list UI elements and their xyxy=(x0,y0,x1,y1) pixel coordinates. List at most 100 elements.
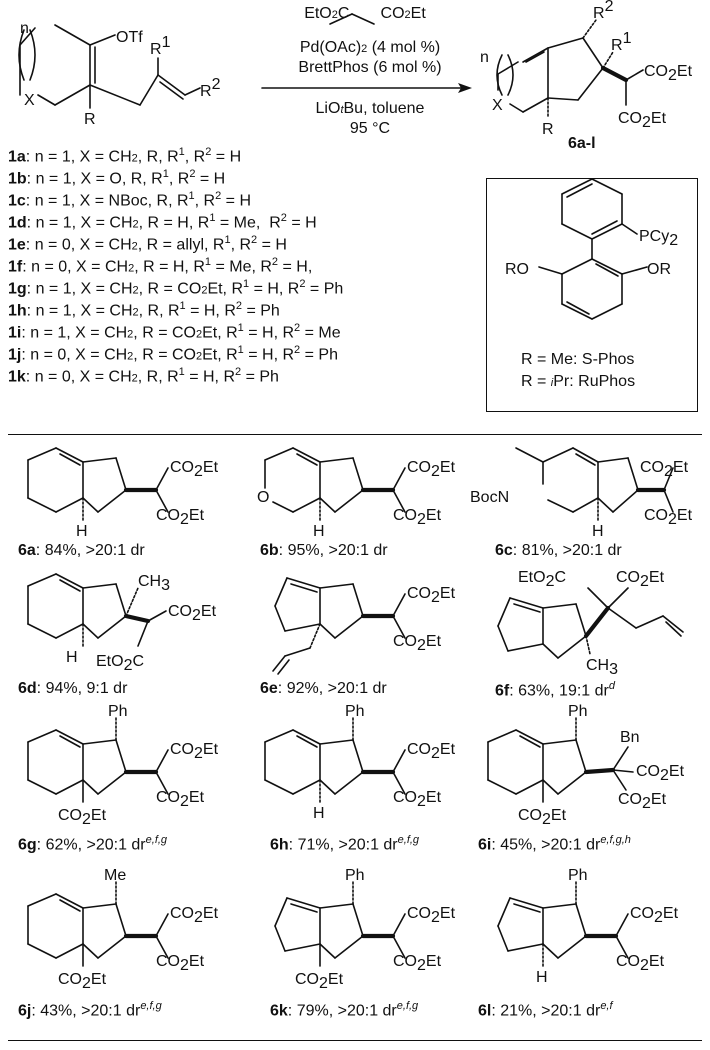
malonate-bond xyxy=(329,13,375,25)
6j-co2et-2: CO2Et xyxy=(156,953,205,974)
sm-x-label: X xyxy=(24,92,35,109)
caption-6j: 6j: 43%, >20:1 dre,f,g xyxy=(18,1000,162,1020)
6b-o-label: O xyxy=(257,489,269,506)
starting-material-structure: n X OTf R R1 R2 xyxy=(18,20,221,128)
6k-co2et-1: CO2Et xyxy=(407,905,456,926)
divider-top xyxy=(8,434,702,435)
6l-ph-label: Ph xyxy=(568,867,588,884)
6c-h-label: H xyxy=(592,523,604,540)
6k-co2et-2: CO2Et xyxy=(393,953,442,974)
caption-6g: 6g: 62%, >20:1 dre,f,g xyxy=(18,834,168,854)
6h-ph-label: Ph xyxy=(345,703,365,720)
prod-co2et-1: CO2Et xyxy=(644,63,693,84)
caption-6e: 6e: 92%, >20:1 dr xyxy=(260,680,387,697)
6a-h-label: H xyxy=(76,523,88,540)
6h-h-label: H xyxy=(313,805,325,822)
substrate-1d: 1d: n = 1, X = CH2, R = H, R1 = Me, R2 =… xyxy=(8,212,317,232)
structure-6k: Ph CO2Et CO2Et CO2Et xyxy=(274,867,456,992)
6d-ch3-label: CH3 xyxy=(138,573,170,594)
reagent-malonate: EtO2C CO2Et xyxy=(304,5,426,22)
6g-ph-label: Ph xyxy=(108,703,128,720)
structure-6c: BocN CO2Et CO2Et H xyxy=(470,447,693,540)
structure-6b: O CO2Et CO2Et H xyxy=(257,447,456,540)
prod-co2et-2: CO2Et xyxy=(618,110,667,131)
6b-co2et-2: CO2Et xyxy=(393,507,442,528)
substrate-1h: 1h: n = 1, X = CH2, R, R1 = H, R2 = Ph xyxy=(8,300,280,320)
prod-n-label: n xyxy=(480,49,489,66)
6d-h-label: H xyxy=(66,649,78,666)
ligand-legend-ruphos: R = iPr: RuPhos xyxy=(521,373,636,390)
sm-otf-label: OTf xyxy=(116,29,143,46)
6i-ph-label: Ph xyxy=(568,703,588,720)
caption-6k: 6k: 79%, >20:1 dre,f,g xyxy=(270,1000,419,1020)
6f-eto2c: EtO2C xyxy=(518,569,566,590)
reagent-ligand: BrettPhos (6 mol %) xyxy=(298,59,442,76)
6e-co2et-1: CO2Et xyxy=(407,585,456,606)
6h-co2et-2: CO2Et xyxy=(393,789,442,810)
6d-co2et-1: CO2Et xyxy=(168,603,217,624)
6b-co2et-1: CO2Et xyxy=(407,459,456,480)
caption-6c: 6c: 81%, >20:1 dr xyxy=(495,542,622,559)
caption-6i: 6i: 45%, >20:1 dre,f,g,h xyxy=(478,834,631,854)
6e-co2et-2: CO2Et xyxy=(393,633,442,654)
product-label-6a-l: 6a-l xyxy=(568,135,596,152)
6l-h-label: H xyxy=(536,969,548,986)
sm-r2-label: R2 xyxy=(200,76,221,100)
reaction-arrow xyxy=(261,83,472,93)
structure-6l: Ph CO2Et CO2Et H xyxy=(497,867,679,986)
substrate-1c: 1c: n = 1, X = NBoc, R, R1, R2 = H xyxy=(8,190,252,210)
6c-co2et-2: CO2Et xyxy=(644,507,693,528)
sm-r1-label: R1 xyxy=(150,34,171,58)
structure-6e: CO2Et CO2Et xyxy=(272,577,456,675)
6j-co2et-3: CO2Et xyxy=(58,971,107,992)
structure-6g: Ph CO2Et CO2Et CO2Et xyxy=(27,703,219,828)
6f-co2et: CO2Et xyxy=(616,569,665,590)
prod-x-label: X xyxy=(492,97,503,114)
6c-bocn-label: BocN xyxy=(470,489,509,506)
reagent-catalyst: Pd(OAc)2 (4 mol %) xyxy=(299,39,441,56)
substrate-1k: 1k: n = 0, X = CH2, R, R1 = H, R2 = Ph xyxy=(8,366,279,386)
structure-6j: Me CO2Et CO2Et CO2Et xyxy=(27,867,219,992)
caption-6f: 6f: 63%, 19:1 drd xyxy=(495,680,615,700)
substrate-1a: 1a: n = 1, X = CH2, R, R1, R2 = H xyxy=(8,146,242,166)
ro-label: RO xyxy=(505,261,529,278)
structure-6d: CH3 CO2Et EtO2C H xyxy=(27,573,217,674)
caption-6d: 6d: 94%, 9:1 dr xyxy=(18,680,128,697)
6j-co2et-1: CO2Et xyxy=(170,905,219,926)
product-structure-6a-l: n X R R2 R1 CO2Et CO2Et xyxy=(480,0,693,138)
6l-co2et-2: CO2Et xyxy=(616,953,665,974)
ligand-legend-sphos: R = Me: S-Phos xyxy=(521,351,635,368)
sm-r-label: R xyxy=(84,111,96,128)
pcy2-label: PCy2 xyxy=(639,228,678,249)
6g-co2et-1: CO2Et xyxy=(170,741,219,762)
structure-6f: EtO2C CO2Et CH3 xyxy=(497,569,684,678)
caption-6b: 6b: 95%, >20:1 dr xyxy=(260,542,388,559)
divider-bottom xyxy=(8,1040,702,1041)
reagent-temperature: 95 °C xyxy=(349,120,391,137)
structure-6i: Ph Bn CO2Et CO2Et CO2Et xyxy=(487,703,685,828)
6c-co2et-1: CO2Et xyxy=(640,459,689,480)
sm-n-label: n xyxy=(20,20,29,37)
6f-ch3-label: CH3 xyxy=(586,657,618,678)
structure-6a: CO2Et CO2Et H xyxy=(27,447,219,540)
6i-co2et-1: CO2Et xyxy=(636,763,685,784)
6k-co2et-3: CO2Et xyxy=(295,971,344,992)
caption-6h: 6h: 71%, >20:1 dre,f,g xyxy=(270,834,420,854)
6g-co2et-2: CO2Et xyxy=(156,789,205,810)
6a-co2et-1: CO2Et xyxy=(170,459,219,480)
6i-co2et-2: CO2Et xyxy=(618,791,667,812)
6a-co2et-2: CO2Et xyxy=(156,507,205,528)
structure-6h: Ph CO2Et CO2Et H xyxy=(264,703,456,822)
6i-co2et-3: CO2Et xyxy=(518,807,567,828)
biaryl-phosphine-structure: PCy2 RO OR xyxy=(505,178,678,320)
caption-6a: 6a: 84%, >20:1 dr xyxy=(18,542,145,559)
substrate-1e: 1e: n = 0, X = CH2, R = allyl, R1, R2 = … xyxy=(8,234,287,254)
6b-h-label: H xyxy=(313,523,325,540)
6g-co2et-3: CO2Et xyxy=(58,807,107,828)
6j-me-label: Me xyxy=(104,867,126,884)
6h-co2et-1: CO2Et xyxy=(407,741,456,762)
6d-eto2c: EtO2C xyxy=(96,653,144,674)
prod-r2-label: R2 xyxy=(593,0,614,22)
6l-co2et-1: CO2Et xyxy=(630,905,679,926)
6k-ph-label: Ph xyxy=(345,867,365,884)
